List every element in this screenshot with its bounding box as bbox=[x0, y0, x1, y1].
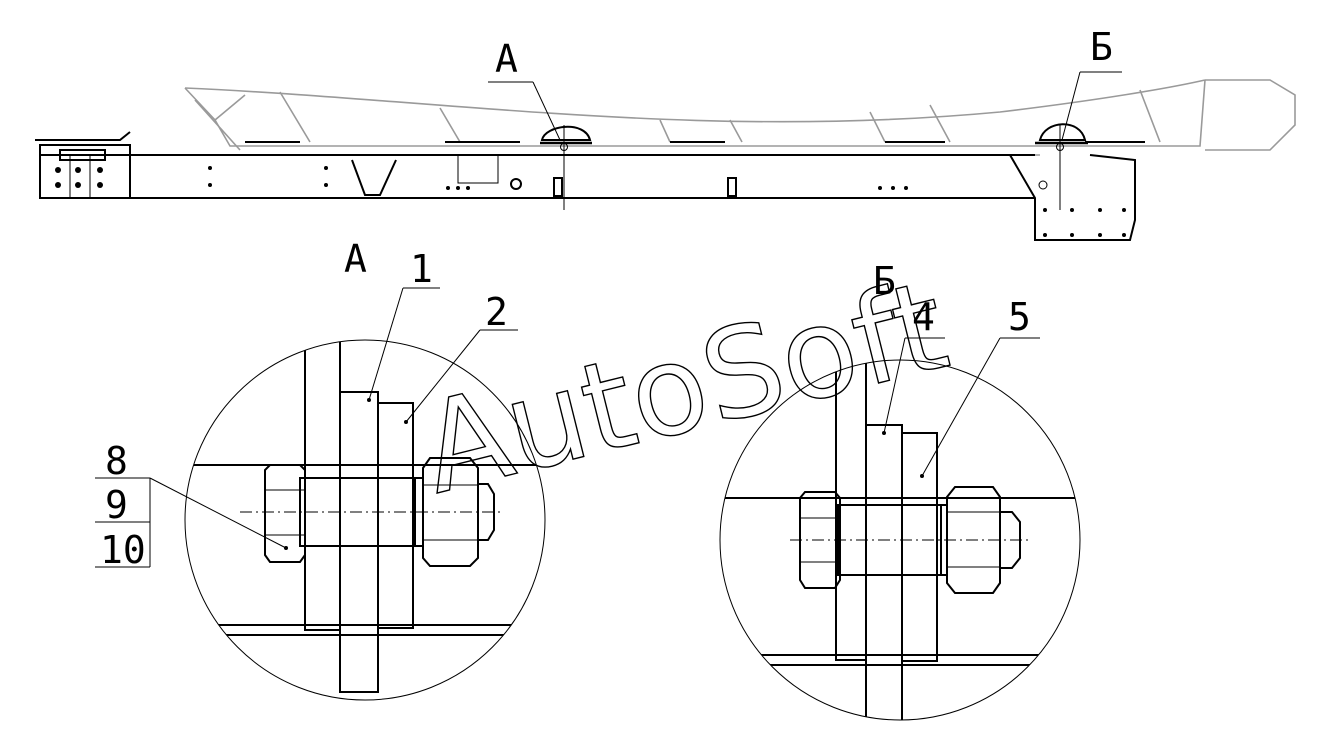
callout-1: 1 bbox=[410, 247, 433, 291]
detail-a: А 1 2 8 9 10 bbox=[95, 237, 546, 701]
view-b-marker: Б bbox=[1090, 25, 1113, 69]
section-markers: А Б bbox=[488, 25, 1122, 141]
detail-a-title: А bbox=[344, 237, 367, 281]
callout-5: 5 bbox=[1008, 295, 1031, 339]
callout-2: 2 bbox=[485, 290, 508, 334]
callout-8: 8 bbox=[105, 439, 128, 483]
detail-a-circle bbox=[184, 339, 546, 701]
callout-9: 9 bbox=[105, 483, 128, 527]
detail-b: Б 4 5 bbox=[719, 259, 1081, 721]
view-a-marker: А bbox=[495, 37, 518, 81]
callout-4: 4 bbox=[912, 295, 935, 339]
callout-10: 10 bbox=[100, 528, 146, 572]
frame-side-view bbox=[35, 79, 1296, 241]
detail-b-title: Б bbox=[873, 259, 896, 303]
